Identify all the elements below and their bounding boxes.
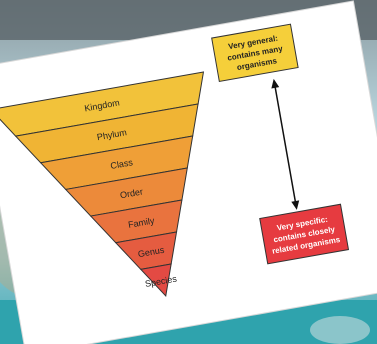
taxonomy-pyramid: KingdomPhylumClassOrderFamilyGenusSpecie… xyxy=(0,71,205,298)
pyramid-label-family: Family xyxy=(127,215,155,230)
pyramid-label-genus: Genus xyxy=(137,245,165,260)
pyramid-band-species xyxy=(139,263,172,298)
pyramid-label-order: Order xyxy=(119,186,143,200)
general-box: Very general: contains many organisms xyxy=(211,23,299,82)
pyramid-label-class: Class xyxy=(110,157,134,171)
double-arrow xyxy=(271,78,300,210)
specific-box: Very specific: contains closely related … xyxy=(259,203,350,265)
